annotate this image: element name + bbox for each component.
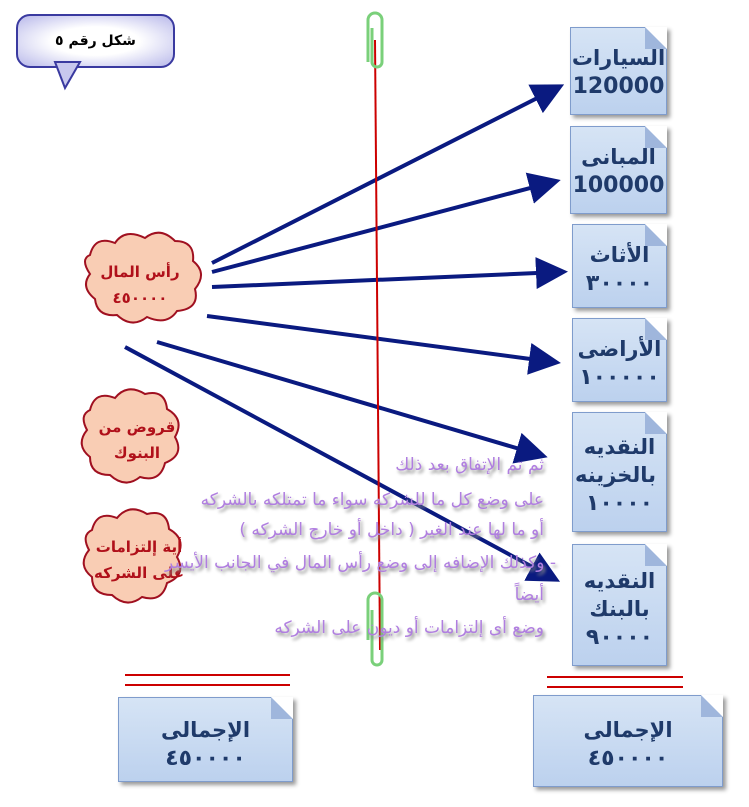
asset-box-land: الأراضى ١٠٠٠٠٠ xyxy=(572,318,667,402)
total-box-left: الإجمالى ٤٥٠٠٠٠ xyxy=(118,697,293,782)
asset-label: النقديه بالبنك xyxy=(583,569,656,621)
asset-box-cash-bank: النقديه بالبنك ٩٠٠٠٠ xyxy=(572,544,667,666)
asset-box-cars: السيارات 120000 xyxy=(570,27,667,115)
arrow-cash-bank xyxy=(124,345,561,582)
liabilities-line1: أية إلتزامات xyxy=(95,538,183,556)
asset-value: 120000 xyxy=(572,74,665,99)
asset-box-cash-treasury: النقديه بالخزينه ١٠٠٠٠ xyxy=(572,412,667,532)
note-line: أيضاً xyxy=(514,585,544,605)
note-line: وضع أى إلتزامات أو ديون على الشركه xyxy=(274,618,544,638)
asset-label: الأثاث xyxy=(589,243,650,267)
total-value: ٤٥٠٠٠٠ xyxy=(165,746,246,771)
arrow-furniture xyxy=(211,257,568,290)
asset-label: الأراضى xyxy=(577,337,662,361)
callout-tail xyxy=(53,61,82,91)
asset-value: ٩٠٠٠٠ xyxy=(585,625,654,650)
arrow-buildings xyxy=(211,172,561,274)
divider-line xyxy=(374,39,381,651)
liabilities-line2: على الشركه xyxy=(94,564,184,582)
asset-label: النقديه بالخزينه xyxy=(574,435,656,487)
loans-line1: قروض من xyxy=(98,418,176,436)
capital-cloud-shape xyxy=(84,231,202,324)
total-value: ٤٥٠٠٠٠ xyxy=(587,746,669,771)
note-line: - وكذلك الإضافه إلى وضع رأس المال في الج… xyxy=(165,553,556,573)
loans-line2: البنوك xyxy=(113,444,161,462)
note-line: ثم تم الإتفاق بعد ذلك xyxy=(395,455,544,475)
arrow-cash-treasury xyxy=(156,340,548,464)
capital-title: رأس المال xyxy=(100,263,180,281)
figure-label-callout: شكل رقم ٥ xyxy=(16,14,175,68)
paperclip-icon xyxy=(366,11,384,667)
asset-value: 100000 xyxy=(572,173,665,198)
asset-box-buildings: المبانى 100000 xyxy=(570,126,667,214)
figure-label: شكل رقم ٥ xyxy=(55,33,136,49)
liabilities-cloud: أية إلتزامات على الشركه xyxy=(84,525,194,595)
asset-label: السيارات xyxy=(571,46,666,70)
note-line: على وضع كل ما للشركه سواء ما تمتلكه بالش… xyxy=(200,490,544,510)
asset-value: ١٠٠٠٠٠ xyxy=(579,365,660,390)
liabilities-cloud-shape xyxy=(82,508,182,604)
arrow-land xyxy=(206,314,561,375)
total-label: الإجمالى xyxy=(160,718,251,742)
asset-label: المبانى xyxy=(581,145,656,169)
loans-cloud: قروض من البنوك xyxy=(82,405,192,475)
loans-cloud-shape xyxy=(80,388,180,484)
note-line: أو ما لها عند الغير ( داخل أو خارج الشرك… xyxy=(239,520,544,540)
total-label: الإجمالى xyxy=(583,718,673,742)
arrow-cars xyxy=(211,84,565,265)
capital-cloud: رأس المال ٤٥٠٠٠٠ xyxy=(80,250,200,320)
asset-value: ٣٠٠٠٠ xyxy=(585,271,654,296)
asset-box-furniture: الأثاث ٣٠٠٠٠ xyxy=(572,224,667,308)
total-box-right: الإجمالى ٤٥٠٠٠٠ xyxy=(533,695,723,787)
capital-value: ٤٥٠٠٠٠ xyxy=(112,289,168,307)
asset-value: ١٠٠٠٠ xyxy=(585,491,654,516)
